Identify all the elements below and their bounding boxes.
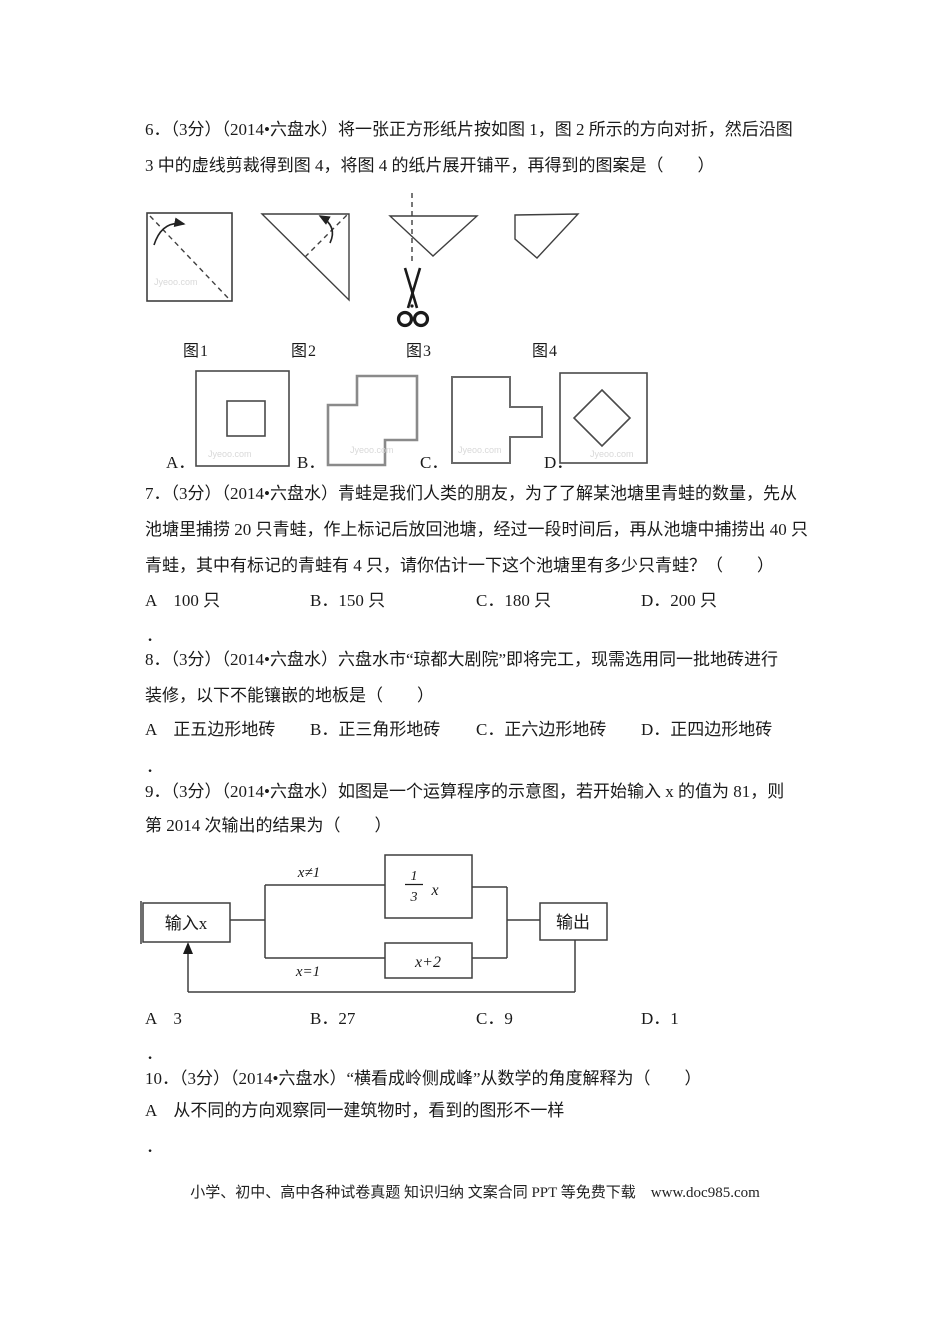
choice-c-letter: C． xyxy=(420,453,449,472)
separator-dot: ． xyxy=(146,757,163,776)
choice-b-shape: Jyeoo.com xyxy=(326,374,419,467)
watermark-text: Jyeoo.com xyxy=(208,449,252,459)
flowchart-output-box: 输出 xyxy=(539,902,608,941)
figure-1-caption: 图1 xyxy=(183,343,210,360)
question-6-line-1: 6．（3分）（2014•六盘水）将一张正方形纸片按如图 1，图 2 所示的方向对… xyxy=(145,120,793,139)
condition-top-label: x≠1 xyxy=(297,865,320,881)
option-a: A 3 xyxy=(145,1009,182,1028)
option-a: A 100 只 xyxy=(145,591,221,610)
question-6-answer-shapes: Jyeoo.com Jyeoo.com Jyeoo.com Jyeoo.com xyxy=(195,370,648,467)
fraction-numerator: 1 xyxy=(411,869,418,884)
option-d: D．正四边形地砖 xyxy=(641,720,773,739)
question-7-line-2: 池塘里捕捞 20 只青蛙，作上标记后放回池塘，经过一段时间后，再从池塘中捕捞出 … xyxy=(145,520,808,539)
question-9-line-2: 第 2014 次输出的结果为（ ） xyxy=(145,816,392,835)
scissors-icon xyxy=(396,267,430,328)
question-8-line-1: 8．（3分）（2014•六盘水）六盘水市“琼都大剧院”即将完工，现需选用同一批地… xyxy=(145,650,779,669)
figure-2-caption: 图2 xyxy=(291,343,318,360)
fold-arrow-icon xyxy=(318,215,334,244)
flowchart-input-box: 输入x xyxy=(140,901,231,944)
fraction-variable: x xyxy=(430,882,438,899)
question-6-line-2: 3 中的虚线剪裁得到图 4，将图 4 的纸片展开铺平，再得到的图案是（ ） xyxy=(145,156,715,175)
option-d: D．1 xyxy=(641,1009,679,1028)
feedback-arrow-icon xyxy=(183,942,193,954)
question-8-line-2: 装修，以下不能镶嵌的地板是（ ） xyxy=(145,686,434,705)
option-c: C．正六边形地砖 xyxy=(476,720,607,739)
option-c: C．180 只 xyxy=(476,591,552,610)
flowchart-add-box: x+2 xyxy=(384,942,473,979)
fraction-denominator: 3 xyxy=(410,890,418,905)
input-label: 输入x xyxy=(165,914,208,933)
flowchart-divide-box: 1 3 x xyxy=(384,854,473,919)
choice-a-letter: A． xyxy=(166,453,196,472)
option-c: C．9 xyxy=(476,1009,513,1028)
choice-d-shape: Jyeoo.com xyxy=(559,372,648,464)
separator-dot: ． xyxy=(146,1044,163,1063)
option-b: B．正三角形地砖 xyxy=(310,720,441,739)
choice-a-shape: Jyeoo.com xyxy=(195,370,290,467)
option-d: D．200 只 xyxy=(641,591,718,610)
question-6-figures: Jyeoo.com xyxy=(146,193,580,328)
footer-download-note: 小学、初中、高中各种试卷真题 知识归纳 文案合同 PPT 等免费下载 www.d… xyxy=(190,1185,760,1201)
figure-4-cut-shape xyxy=(514,213,580,259)
question-10-option-a: A 从不同的方向观察同一建筑物时，看到的图形不一样 xyxy=(145,1101,565,1120)
figure-4-caption: 图4 xyxy=(532,343,559,360)
watermark-text: Jyeoo.com xyxy=(154,277,198,287)
question-7-line-1: 7．（3分）（2014•六盘水）青蛙是我们人类的朋友，为了了解某池塘里青蛙的数量… xyxy=(145,484,797,503)
condition-bottom-label: x=1 xyxy=(295,964,320,980)
figure-2-triangle-fold xyxy=(260,213,350,302)
question-7-line-3: 青蛙，其中有标记的青蛙有 4 只，请你估计一下这个池塘里有多少只青蛙？（ ） xyxy=(145,556,774,575)
question-10-line-1: 10．（3分）（2014•六盘水）“横看成岭侧成峰”从数学的角度解释为（ ） xyxy=(145,1069,702,1088)
watermark-text: Jyeoo.com xyxy=(350,445,394,455)
choice-d-letter: D． xyxy=(544,453,574,472)
fold-arrow-icon xyxy=(153,217,186,246)
add-box-label: x+2 xyxy=(414,954,441,971)
option-a: A 正五边形地砖 xyxy=(145,720,276,739)
choice-c-shape: Jyeoo.com xyxy=(451,376,543,464)
choice-b-letter: B． xyxy=(297,453,326,472)
figure-3-caption: 图3 xyxy=(406,343,433,360)
question-9-line-1: 9．（3分）（2014•六盘水）如图是一个运算程序的示意图，若开始输入 x 的值… xyxy=(145,782,785,801)
question-9-flowchart: 输入x 输出 1 3 x x+2 x≠1 x=1 xyxy=(140,854,608,993)
option-b: B．150 只 xyxy=(310,591,386,610)
watermark-text: Jyeoo.com xyxy=(590,449,634,459)
separator-dot: ． xyxy=(146,626,163,645)
separator-dot: ． xyxy=(146,1137,163,1156)
figure-3-triangle-cut xyxy=(388,193,479,328)
watermark-text: Jyeoo.com xyxy=(458,445,502,455)
option-b: B．27 xyxy=(310,1009,356,1028)
figure-1-square-fold: Jyeoo.com xyxy=(146,212,233,302)
output-label: 输出 xyxy=(556,913,590,932)
flowchart-connectors xyxy=(187,884,576,993)
